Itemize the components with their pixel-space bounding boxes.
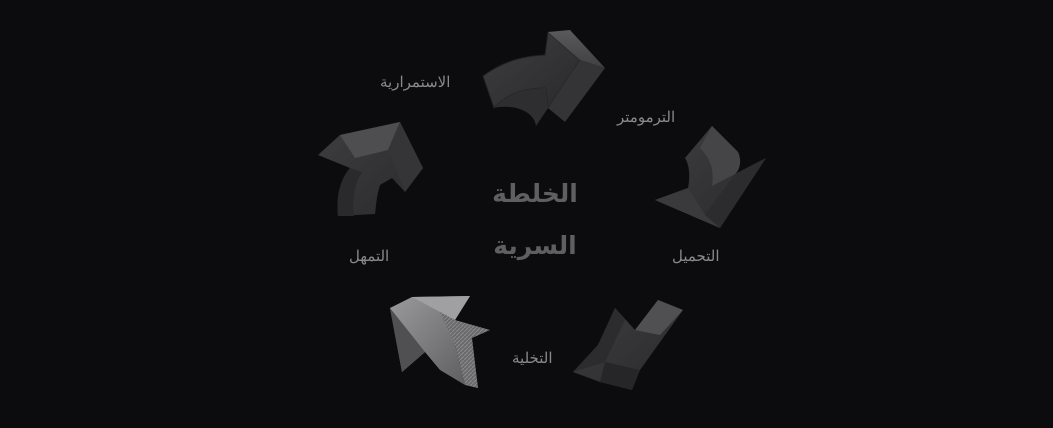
step-label-continuity: الاستمرارية xyxy=(380,73,451,91)
arrow-bottom-right xyxy=(573,300,683,390)
arrow-bottom-left xyxy=(390,296,490,388)
arrow-left-up xyxy=(318,122,423,216)
center-title-line-1: الخلطة xyxy=(492,179,578,208)
center-title-line-2: السرية xyxy=(493,231,577,260)
arrow-right-down xyxy=(655,126,766,228)
step-label-clearing: التخلية xyxy=(512,349,553,367)
step-label-loading: التحميل xyxy=(672,247,720,265)
step-label-patience: التمهل xyxy=(349,247,390,265)
arrow-top-right xyxy=(482,30,605,126)
step-label-thermometer: الترمومتر xyxy=(617,108,676,126)
center-title: الخلطة السرية xyxy=(470,168,600,272)
